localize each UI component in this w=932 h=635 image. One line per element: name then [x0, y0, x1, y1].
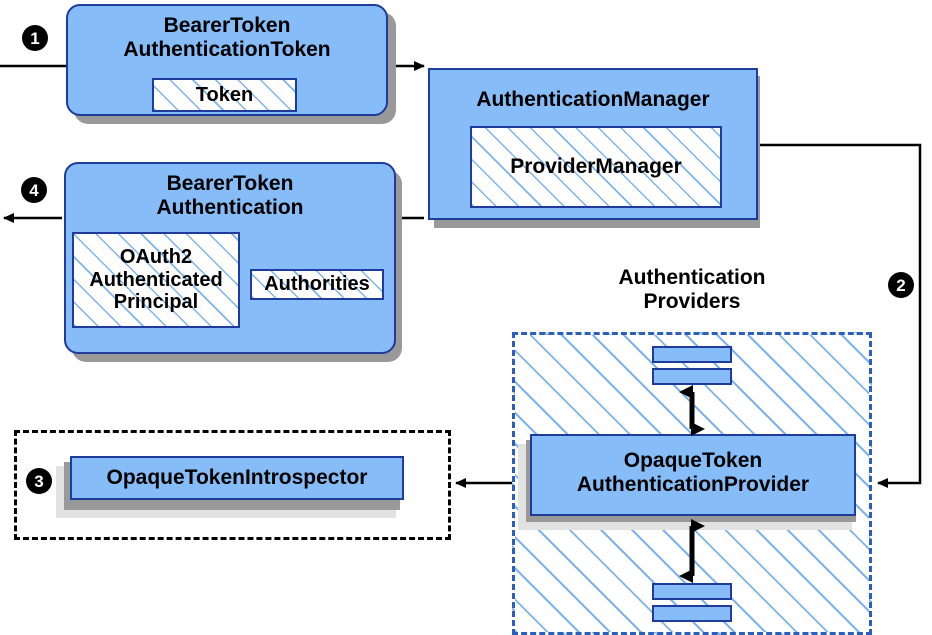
opaque-token-authentication-provider-label: OpaqueToken AuthenticationProvider: [576, 449, 810, 496]
authentication-manager-label: AuthenticationManager: [476, 88, 710, 111]
provider-stack-bar-top-1: [652, 346, 732, 363]
provider-stack-bar-top-2: [652, 368, 732, 385]
opaque-token-authentication-provider: OpaqueToken AuthenticationProvider: [530, 434, 856, 516]
bearer-token-authentication-token-label: BearerToken AuthenticationToken: [123, 14, 331, 61]
oauth2-authenticated-principal-inner-box: OAuth2 Authenticated Principal: [72, 232, 240, 328]
bearer-token-authentication-label: BearerToken Authentication: [156, 172, 304, 219]
provider-manager-inner-box: ProviderManager: [470, 126, 722, 208]
authentication-providers-label: Authentication Providers: [618, 266, 766, 313]
step-marker-1: 1: [22, 25, 48, 51]
provider-stack-bar-bottom-1: [652, 583, 732, 600]
authorities-inner-box: Authorities: [250, 269, 384, 300]
opaque-token-introspector-label: OpaqueTokenIntrospector: [106, 466, 368, 489]
provider-stack-bar-bottom-2: [652, 605, 732, 622]
introspector-container: [14, 430, 451, 540]
step-marker-4: 4: [21, 177, 47, 203]
opaque-token-introspector: OpaqueTokenIntrospector: [70, 456, 404, 500]
step-marker-2: 2: [888, 272, 914, 298]
step-marker-3: 3: [26, 468, 52, 494]
token-inner-box: Token: [152, 78, 297, 112]
